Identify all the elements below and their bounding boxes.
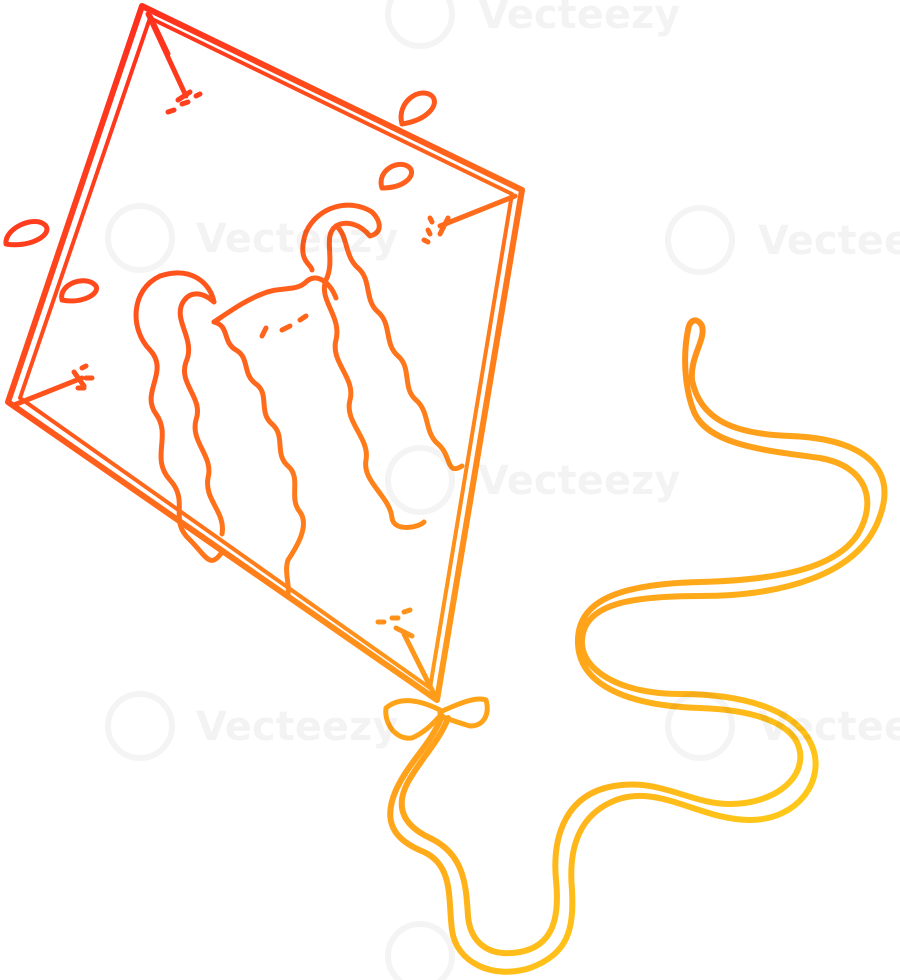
kite-tail: [387, 317, 888, 975]
corner-arrow-right: [437, 193, 518, 237]
wavy-line-left-outer: [133, 273, 225, 563]
droplet-inner: [59, 278, 99, 304]
wavy-line-right: [303, 202, 427, 530]
corner-arrow-bottom: [393, 625, 439, 701]
corner-arrow-top: [145, 11, 193, 103]
bow-left-loop: [383, 698, 443, 741]
droplet-top: [398, 90, 437, 127]
corner-arrow-left: [11, 369, 87, 408]
droplet-mid: [378, 161, 414, 191]
droplet-left: [3, 219, 50, 248]
